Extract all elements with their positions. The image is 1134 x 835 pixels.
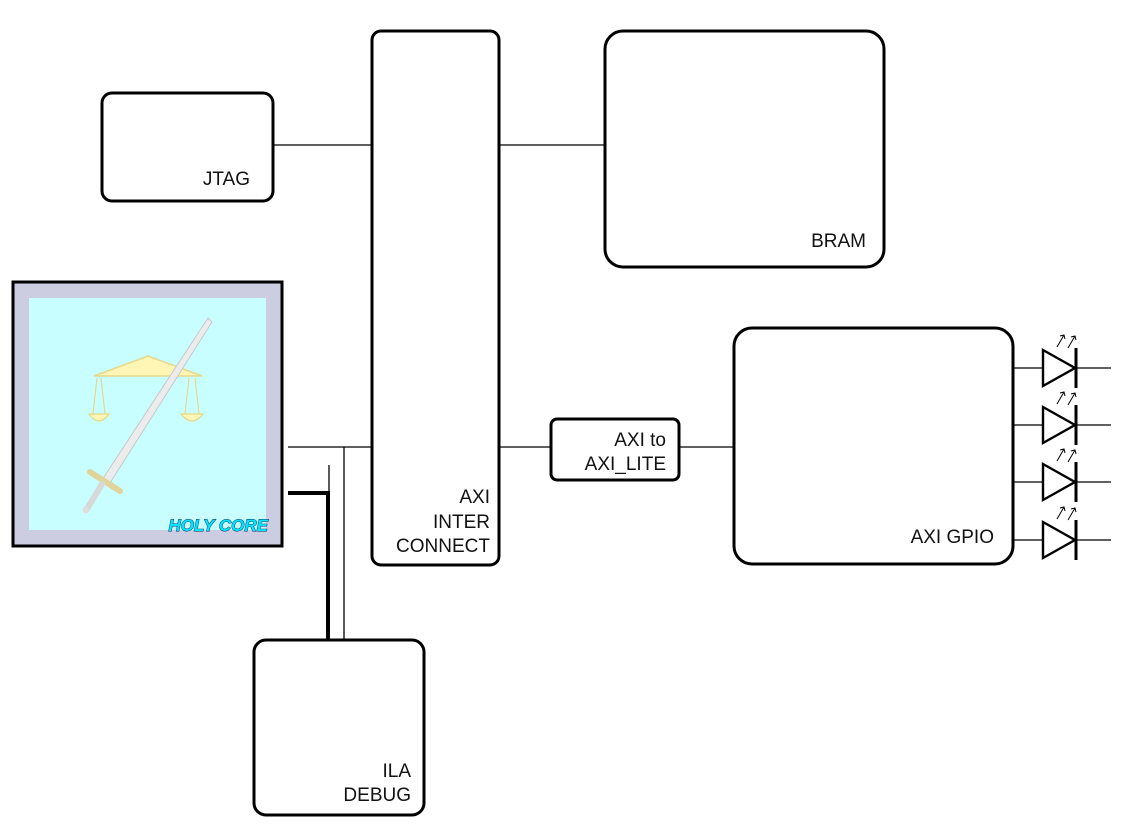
led-light-ray [1067, 449, 1076, 463]
led-light-ray [1056, 506, 1065, 520]
ila-box [252, 638, 426, 817]
bram-block: BRAM [603, 29, 886, 269]
led-light-ray [1056, 448, 1065, 462]
led-light-ray [1067, 392, 1076, 406]
led-triangle [1041, 404, 1078, 446]
ila-label-line1: ILA [382, 761, 411, 782]
axi-gpio-block: AXI GPIO [732, 326, 1015, 566]
led-light-ray [1067, 335, 1076, 349]
led-ray-arrowhead [1070, 507, 1077, 513]
jtag-block: JTAG [100, 91, 275, 203]
interconnect-box [370, 29, 501, 567]
led-ray-arrowhead [1059, 391, 1066, 397]
jtag-box [100, 91, 275, 203]
led-triangle [1041, 519, 1078, 561]
axi-to-axilite-block: AXI to AXI_LITE [549, 417, 681, 482]
led-light-ray [1067, 507, 1076, 521]
led-ray-arrowhead [1059, 334, 1066, 340]
interconnect-label-line1: AXI [459, 487, 490, 508]
bram-label: BRAM [811, 231, 866, 252]
led-light-ray [1056, 334, 1065, 348]
bram-box [603, 29, 886, 269]
led-ray-arrowhead [1059, 448, 1066, 454]
led-diode-icon [1013, 506, 1111, 561]
led-diode-icon [1013, 391, 1111, 446]
led-ray-arrowhead [1070, 449, 1077, 455]
led-group [1013, 334, 1111, 561]
ila-debug-block: ILA DEBUG [252, 638, 426, 817]
axilite-label-line2: AXI_LITE [585, 454, 666, 475]
core-to-ila-bus [288, 491, 330, 640]
led-ray-arrowhead [1059, 506, 1066, 512]
led-ray-arrowhead [1070, 335, 1077, 341]
jtag-label: JTAG [203, 169, 250, 190]
wires [273, 144, 734, 640]
interconnect-label-line3: CONNECT [396, 536, 490, 557]
led-diode-icon [1013, 334, 1111, 389]
axi-interconnect-block: AXI INTER CONNECT [370, 29, 501, 567]
ila-label-line2: DEBUG [343, 785, 411, 806]
led-diode-icon [1013, 448, 1111, 503]
gpio-label: AXI GPIO [911, 527, 994, 548]
sword-icon [82, 317, 213, 514]
led-light-ray [1056, 391, 1065, 405]
led-ray-arrowhead [1070, 392, 1077, 398]
axilite-box [549, 417, 681, 482]
holy-core-block: HOLY CORE [11, 280, 284, 548]
gpio-box [732, 326, 1015, 566]
led-triangle [1041, 347, 1078, 389]
holy-core-logo-text: HOLY CORE [169, 516, 269, 535]
led-triangle [1041, 461, 1078, 503]
axilite-label-line1: AXI to [614, 430, 666, 451]
interconnect-label-line2: INTER [433, 512, 490, 533]
